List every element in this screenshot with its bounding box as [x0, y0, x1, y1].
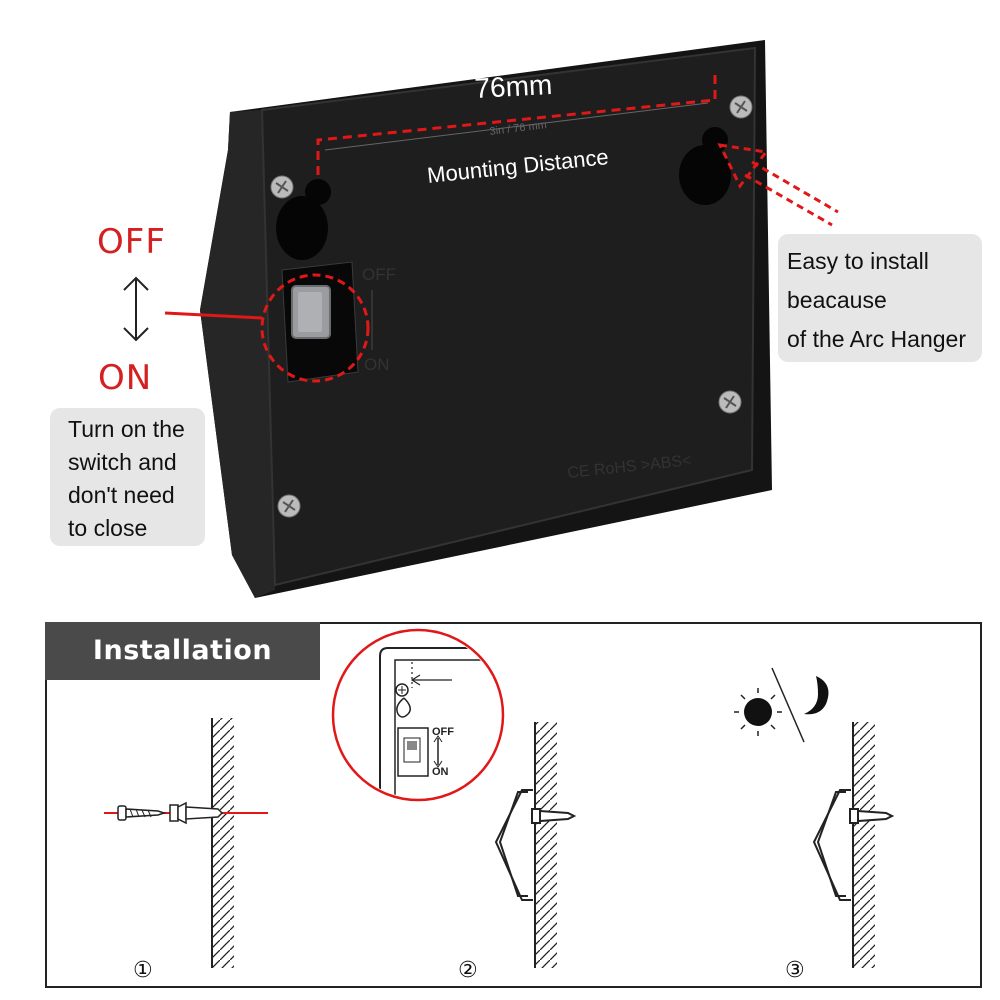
day-night-divider [771, 667, 805, 743]
up-down-arrow-icon [123, 276, 149, 342]
installation-title: Installation Steps [45, 622, 320, 724]
step1-wall [211, 718, 234, 968]
hanger-note-line: beacause [787, 287, 887, 313]
screw-top-left [270, 175, 294, 199]
step2-mounted-light-icon [494, 789, 577, 901]
switch-embossed-on: ON [364, 355, 390, 374]
step1-wall-anchor-icon [169, 801, 224, 825]
zoom-on-label: ON [432, 766, 449, 778]
dimension-line [316, 75, 717, 175]
screw-top-right [729, 95, 753, 119]
screw-mid-right [718, 390, 742, 414]
switch-note-line: Turn on the [68, 416, 185, 442]
hanger-note: Easy to install beacause of the Arc Hang… [778, 234, 982, 362]
dimension-label: 76mm [474, 69, 553, 104]
hanger-note-line: of the Arc Hanger [787, 326, 966, 352]
step2-zoom-detail [331, 628, 505, 802]
installation-panel [45, 622, 982, 988]
device-illustration: 76mm 3in / 76 mm Mounting Distance [164, 40, 839, 598]
hanger-note-line: Easy to install [787, 248, 929, 274]
zoom-off-label: OFF [432, 726, 454, 738]
moon-icon [804, 676, 829, 715]
switch-note-line: switch and [68, 449, 177, 475]
on-label: ON [98, 358, 153, 398]
switch-note-line: don't need [68, 482, 175, 508]
step-2-number: ② [458, 958, 478, 983]
left-keyhole-hanger [276, 179, 331, 260]
device-back-panel [260, 46, 757, 587]
installation-steps-illustration: OFF ON [104, 628, 895, 968]
step-3-number: ③ [785, 958, 805, 983]
switch-pointer-line [164, 311, 263, 320]
step2-wall [534, 722, 557, 968]
switch-note: Turn on the switch and don't need to clo… [50, 408, 205, 546]
switch-embossed-off: OFF [362, 265, 396, 284]
device-side-bevel [200, 110, 275, 598]
step3-wall [852, 722, 875, 968]
step1-screw-icon [117, 805, 167, 821]
sun-icon [734, 688, 782, 736]
hanger-pointer-arrow [717, 143, 839, 227]
step3-mounted-light-icon [812, 789, 895, 901]
step-1-number: ① [133, 958, 153, 983]
switch-note-line: to close [68, 515, 148, 541]
off-label: OFF [97, 222, 166, 262]
screw-bottom-left [277, 494, 301, 518]
switch-highlight-circle [260, 273, 370, 383]
